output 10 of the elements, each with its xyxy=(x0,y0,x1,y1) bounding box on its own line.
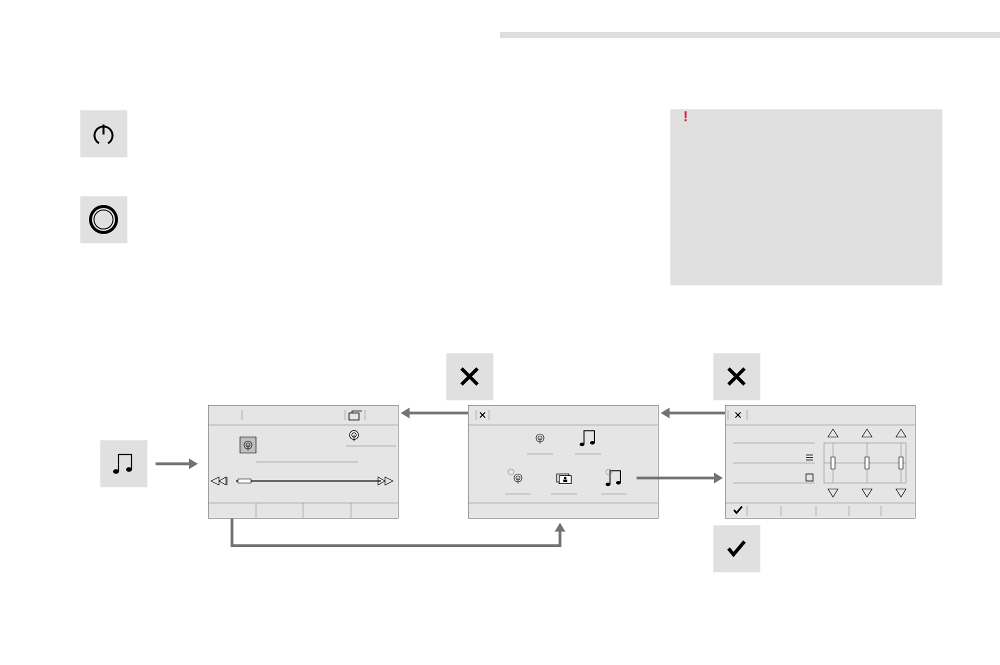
warning-box: ! xyxy=(670,109,942,286)
icon-button xyxy=(446,353,494,400)
icon-button xyxy=(100,440,148,488)
icon-button xyxy=(713,525,760,572)
screen-box xyxy=(724,405,916,519)
screen-box xyxy=(208,405,399,519)
icon-button xyxy=(80,196,128,244)
screen-box xyxy=(468,405,659,519)
icon-button xyxy=(713,353,760,400)
icon-button xyxy=(80,110,128,158)
